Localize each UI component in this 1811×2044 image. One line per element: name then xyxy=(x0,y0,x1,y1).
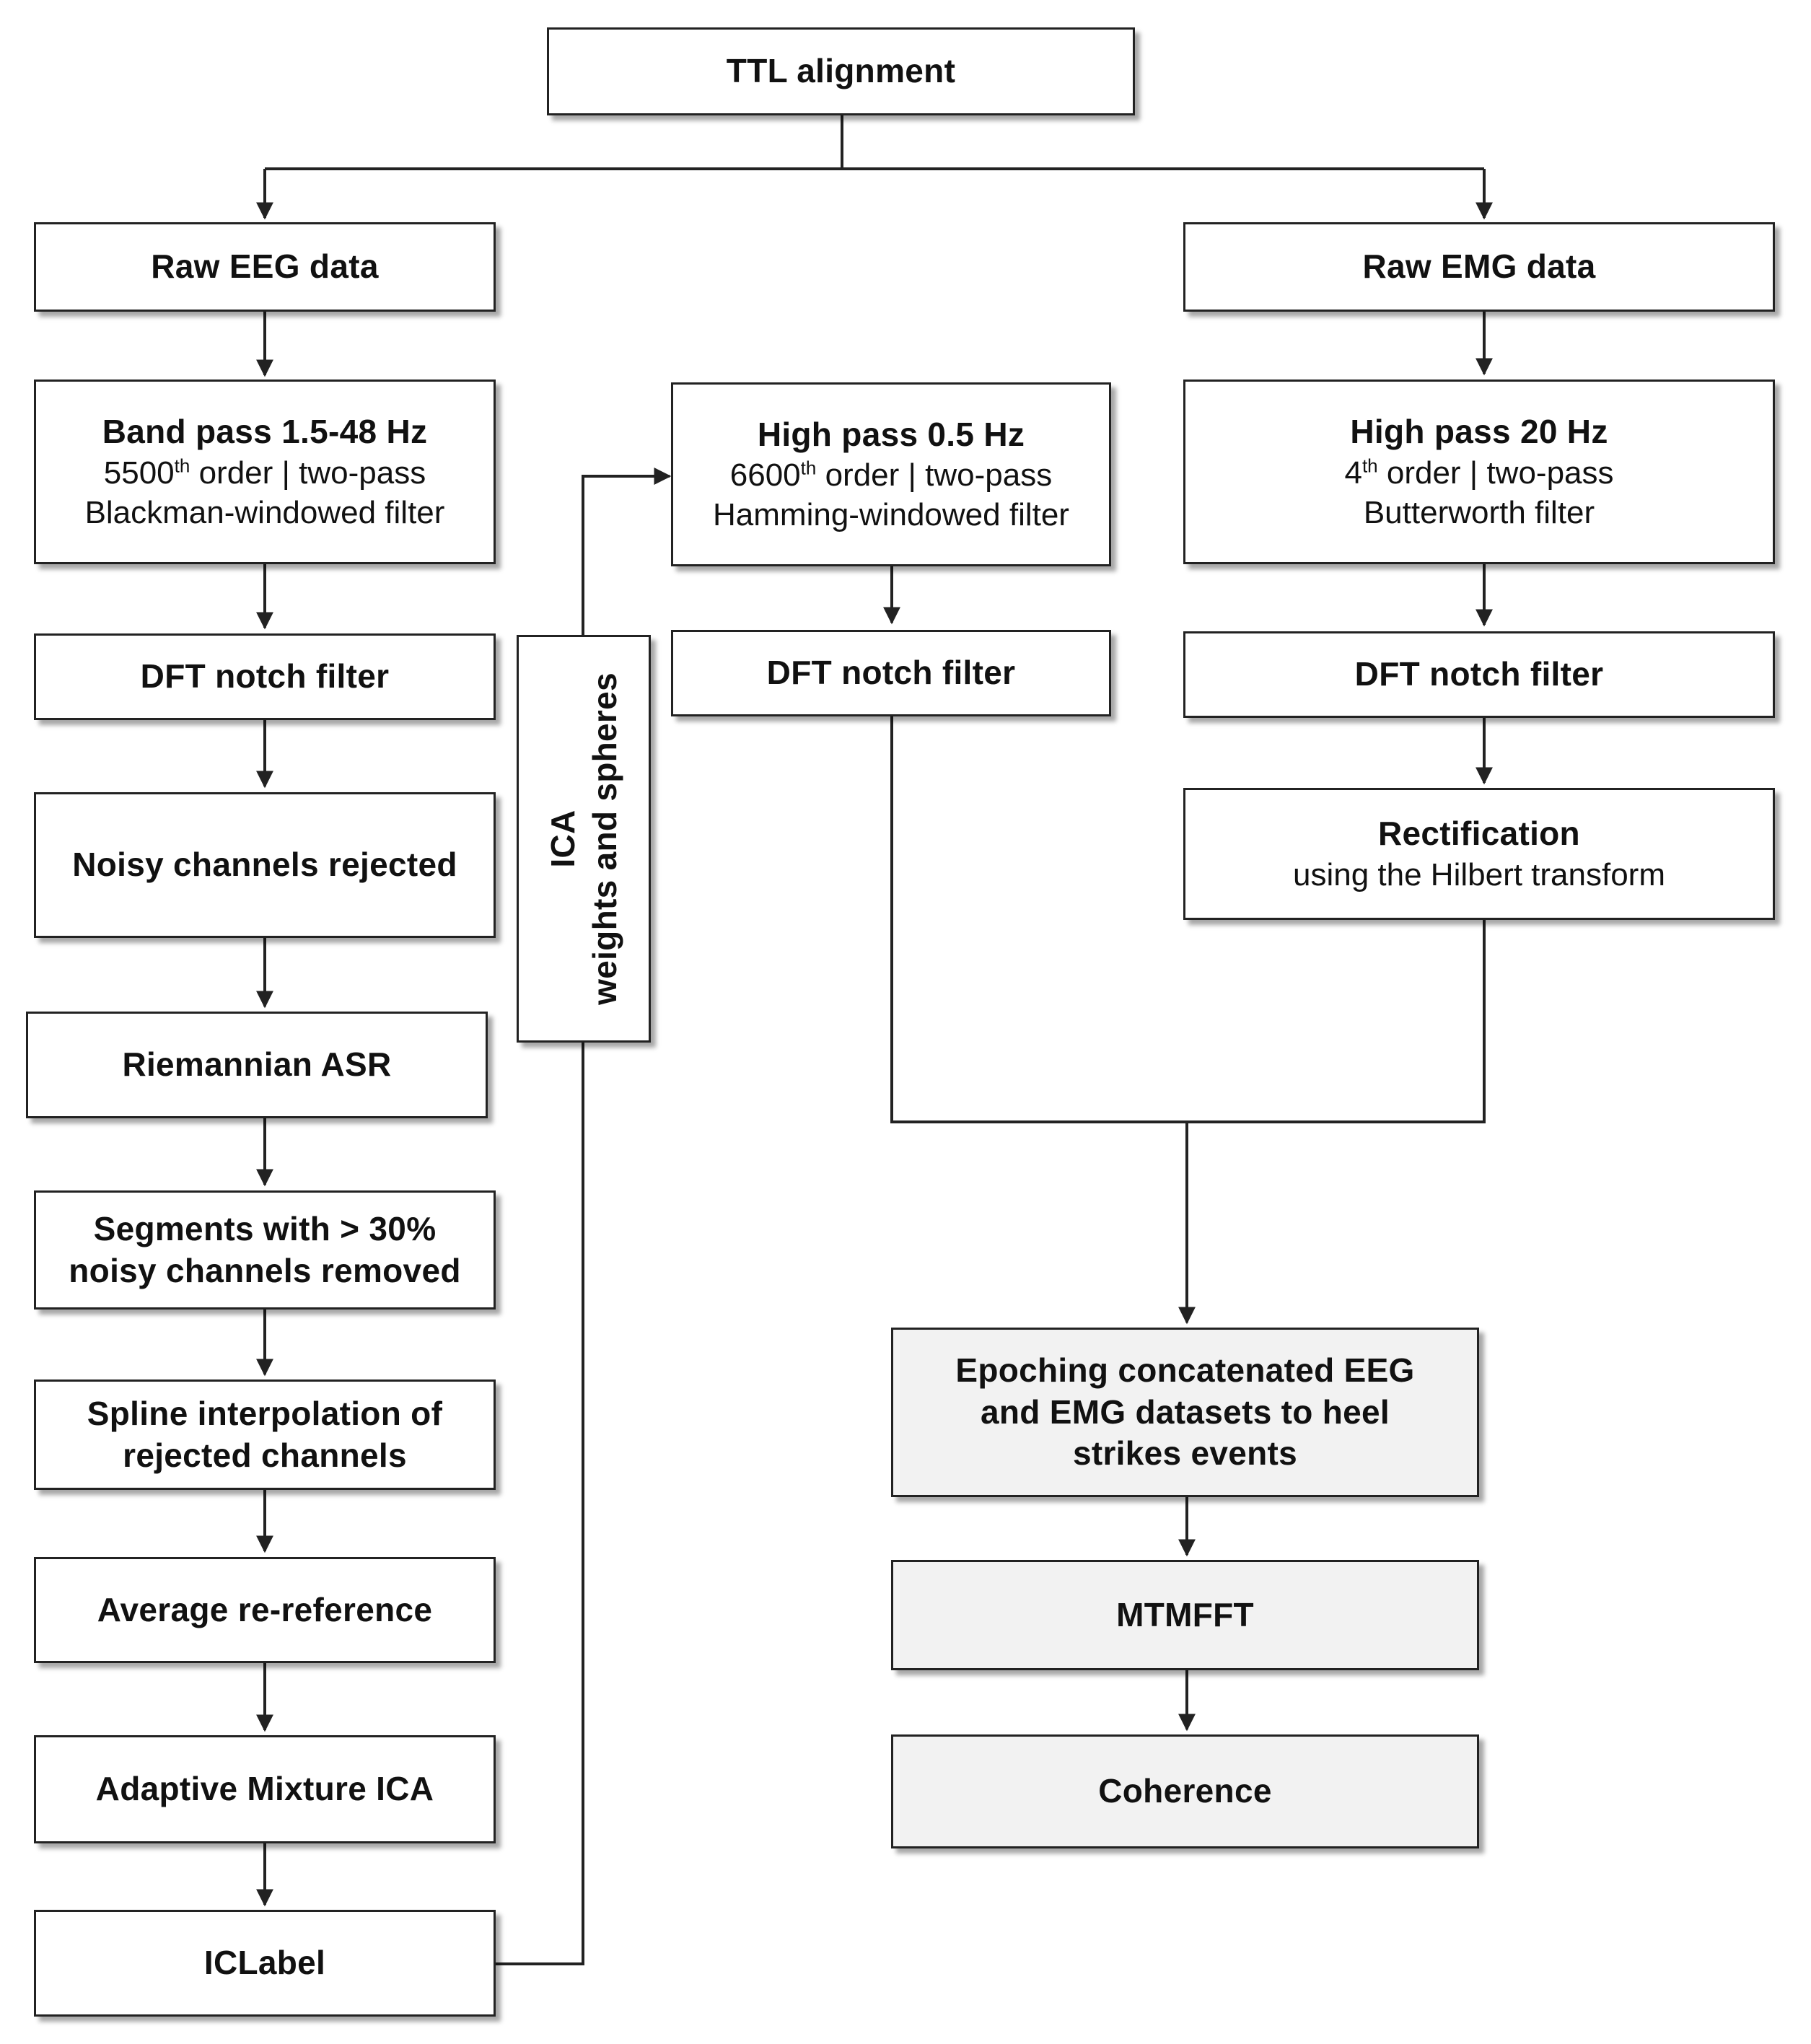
rectification-subtitle: using the Hilbert transform xyxy=(1293,856,1665,892)
mtmfft-label: MTMFFT xyxy=(1116,1595,1254,1633)
rectification-title: Rectification xyxy=(1378,815,1580,853)
epoching-box: Epoching concatenated EEG and EMG datase… xyxy=(891,1328,1479,1497)
epoching-line3: strikes events xyxy=(1072,1434,1298,1473)
dft-notch-mid-label: DFT notch filter xyxy=(766,654,1016,692)
average-reref-label: Average re-reference xyxy=(97,1590,433,1628)
average-reref-box: Average re-reference xyxy=(34,1557,496,1663)
weights-spheres-label: weights and spheres xyxy=(585,672,623,1005)
raw-emg-box: Raw EMG data xyxy=(1183,222,1775,312)
spline-box: Spline interpolation of rejected channel… xyxy=(34,1380,496,1490)
coherence-label: Coherence xyxy=(1098,1772,1272,1810)
iclabel-box: ICLabel xyxy=(34,1910,496,2017)
riemannian-asr-box: Riemannian ASR xyxy=(26,1012,488,1118)
segments-line2: noisy channels removed xyxy=(69,1251,461,1289)
iclabel-label: ICLabel xyxy=(203,1944,326,1982)
riemannian-asr-label: Riemannian ASR xyxy=(122,1045,392,1084)
highpass-0-5-title: High pass 0.5 Hz xyxy=(757,415,1025,453)
bandpass-title: Band pass 1.5-48 Hz xyxy=(102,413,428,451)
highpass-0-5-filter: Hamming-windowed filter xyxy=(713,497,1069,533)
line-rect-down xyxy=(1187,920,1486,1123)
dft-notch-emg-label: DFT notch filter xyxy=(1354,655,1604,693)
raw-eeg-label: Raw EEG data xyxy=(151,247,379,286)
ica-weights-box: ICA weights and spheres xyxy=(517,635,651,1043)
segments-box: Segments with > 30% noisy channels remov… xyxy=(34,1190,496,1310)
ttl-alignment-label: TTL alignment xyxy=(726,52,956,90)
noisy-channels-box: Noisy channels rejected xyxy=(34,792,496,938)
bandpass-box: Band pass 1.5-48 Hz 5500th order | two-p… xyxy=(34,380,496,564)
bandpass-order: 5500th order | two-pass xyxy=(103,455,426,491)
mtmfft-box: MTMFFT xyxy=(891,1560,1479,1670)
arrow-ica-to-highpass xyxy=(582,468,672,635)
dft-notch-mid-box: DFT notch filter xyxy=(671,630,1111,716)
line-dft-mid-down xyxy=(890,716,1187,1123)
amica-label: Adaptive Mixture ICA xyxy=(95,1770,434,1808)
highpass-20-box: High pass 20 Hz 4th order | two-pass But… xyxy=(1183,380,1775,564)
ttl-alignment-box: TTL alignment xyxy=(547,27,1135,115)
arrow-iclabel-to-ica xyxy=(494,1043,584,1965)
amica-box: Adaptive Mixture ICA xyxy=(34,1735,496,1843)
dft-notch-eeg-label: DFT notch filter xyxy=(140,657,390,696)
highpass-20-filter: Butterworth filter xyxy=(1363,494,1595,530)
epoching-line1: Epoching concatenated EEG xyxy=(955,1351,1415,1390)
ica-label: ICA xyxy=(543,810,582,868)
rectification-box: Rectification using the Hilbert transfor… xyxy=(1183,788,1775,920)
highpass-20-title: High pass 20 Hz xyxy=(1350,413,1608,451)
highpass-20-order: 4th order | two-pass xyxy=(1344,455,1614,491)
spline-line1: Spline interpolation of xyxy=(87,1395,443,1432)
raw-emg-label: Raw EMG data xyxy=(1362,247,1596,286)
bandpass-filter: Blackman-windowed filter xyxy=(84,494,445,530)
segments-line1: Segments with > 30% xyxy=(93,1210,437,1247)
coherence-box: Coherence xyxy=(891,1734,1479,1848)
arrow-ttl-to-eeg xyxy=(265,167,1484,218)
dft-notch-emg-box: DFT notch filter xyxy=(1183,631,1775,718)
epoching-line2: and EMG datasets to heel xyxy=(981,1392,1390,1431)
raw-eeg-box: Raw EEG data xyxy=(34,222,496,312)
noisy-channels-label: Noisy channels rejected xyxy=(72,846,457,884)
spline-line2: rejected channels xyxy=(123,1436,407,1474)
highpass-0-5-box: High pass 0.5 Hz 6600th order | two-pass… xyxy=(671,382,1111,566)
highpass-0-5-order: 6600th order | two-pass xyxy=(729,457,1053,494)
dft-notch-eeg-box: DFT notch filter xyxy=(34,633,496,720)
